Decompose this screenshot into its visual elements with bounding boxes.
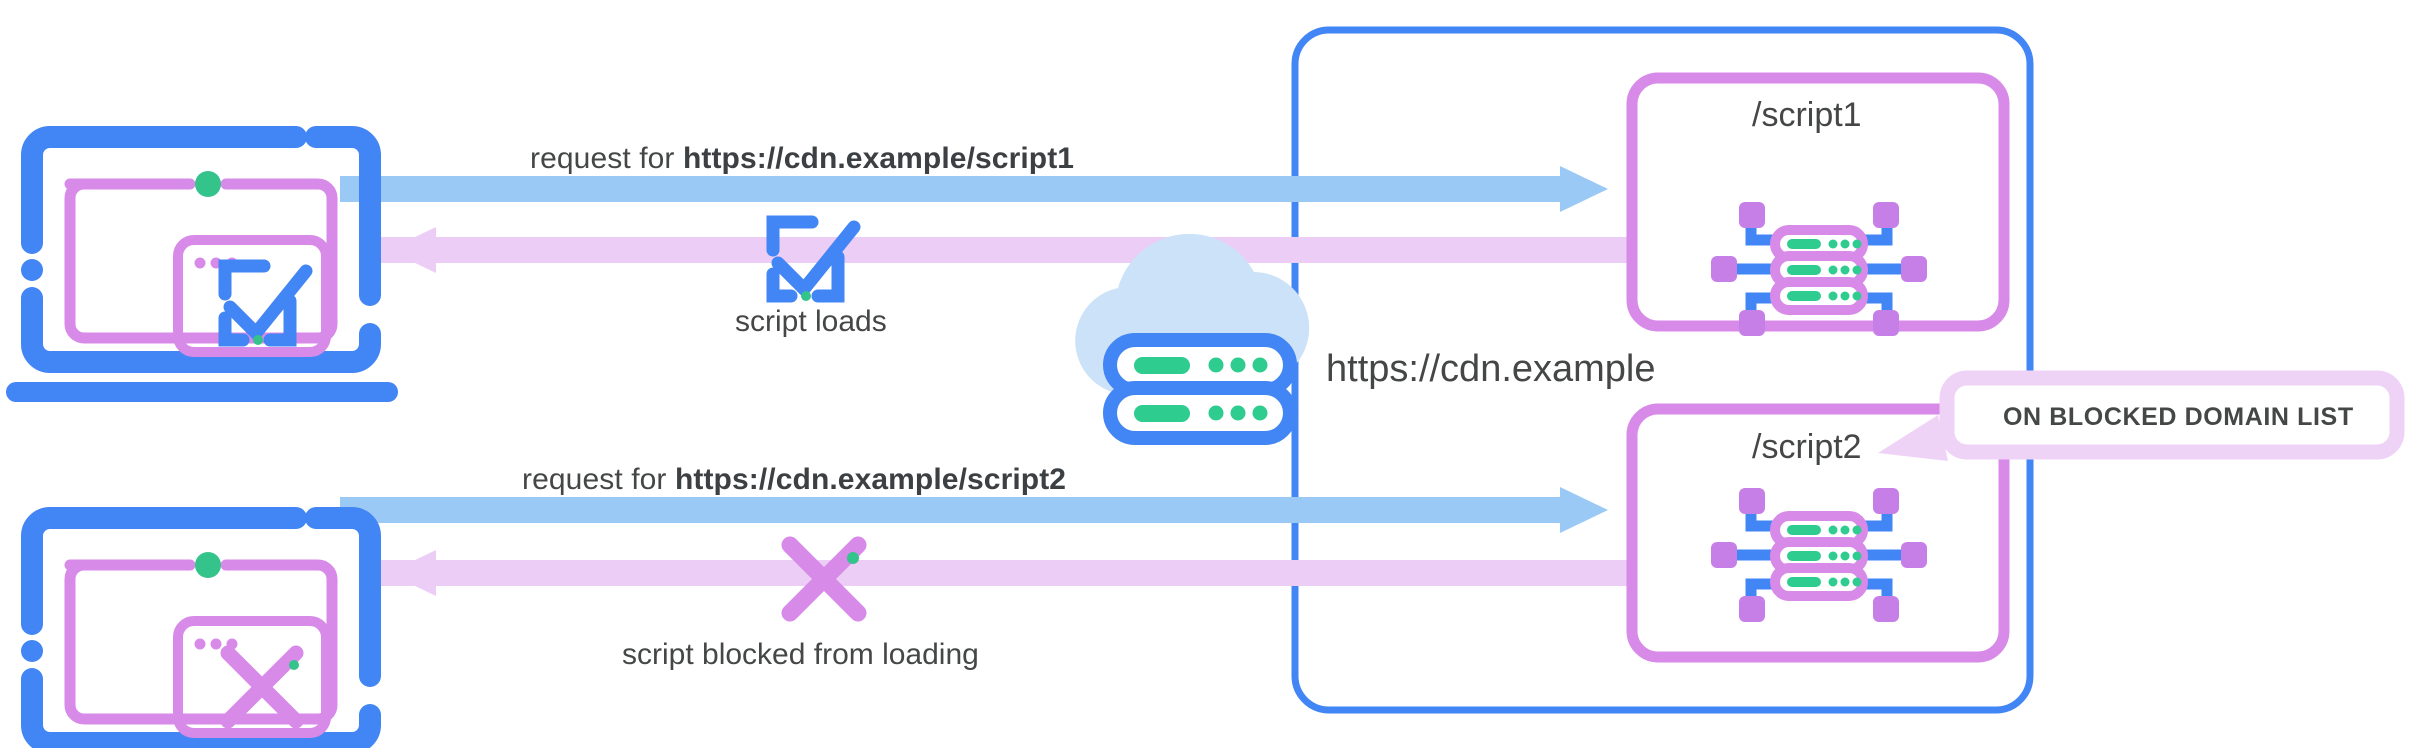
request-prefix-2: request for bbox=[522, 463, 675, 496]
checkbox-check-icon bbox=[766, 215, 861, 303]
blocked-domain-callout-text: ON BLOCKED DOMAIN LIST bbox=[2003, 403, 2354, 431]
cdn-domain-label: https://cdn.example bbox=[1326, 348, 1656, 390]
request-url-1: https://cdn.example/script1 bbox=[682, 142, 1075, 175]
cloud-server-icon bbox=[1075, 233, 1310, 445]
request-arrow-script2 bbox=[340, 487, 1608, 533]
script-blocked-caption: script blocked from loading bbox=[622, 638, 979, 671]
script2-label: /script2 bbox=[1752, 428, 1862, 466]
script1-label: /script1 bbox=[1752, 96, 1862, 134]
request-label-script1: request for https://cdn.example/script1 bbox=[530, 142, 1074, 176]
response-arrow-script1 bbox=[378, 227, 1638, 273]
request-url-2: https://cdn.example/script2 bbox=[674, 463, 1067, 496]
request-label-script2: request for https://cdn.example/script2 bbox=[522, 463, 1066, 497]
blocked-domain-callout bbox=[1878, 370, 2405, 461]
response-arrow-script2 bbox=[378, 550, 1638, 596]
script-loads-caption: script loads bbox=[735, 305, 887, 338]
laptop-x-icon bbox=[6, 518, 398, 748]
request-arrow-script1 bbox=[340, 166, 1608, 212]
laptop-check-icon bbox=[6, 137, 398, 402]
request-prefix-1: request for bbox=[530, 142, 683, 175]
x-cross-icon bbox=[781, 536, 867, 622]
